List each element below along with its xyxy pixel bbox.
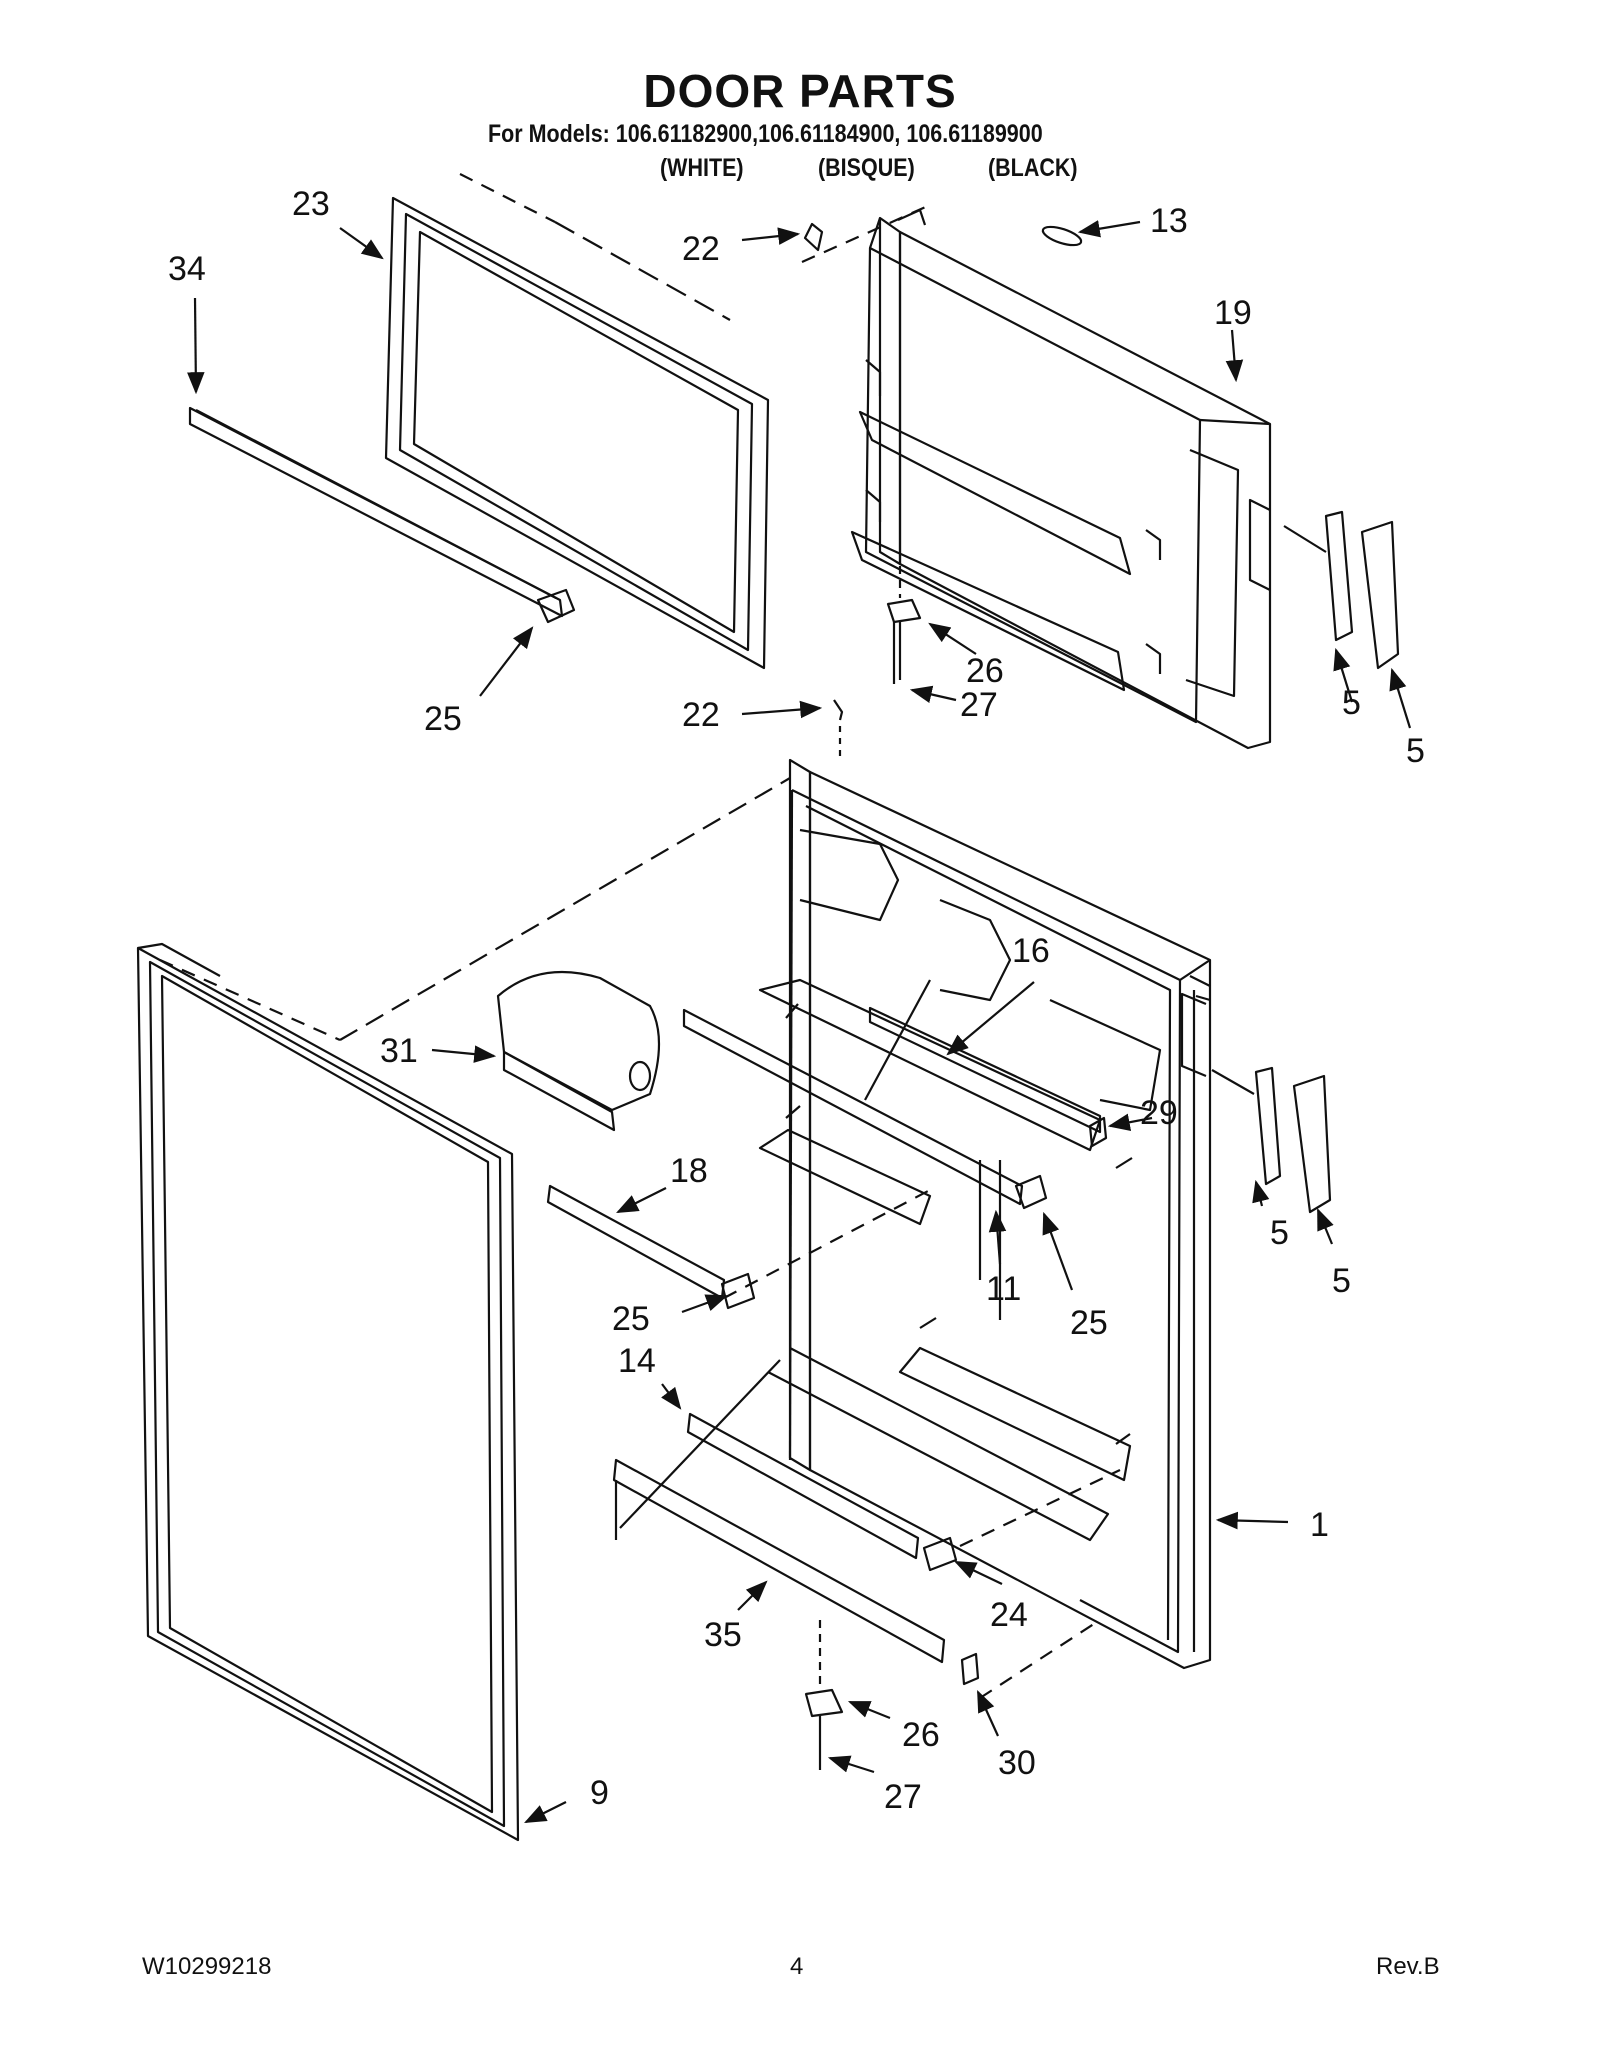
end-cap-25-right xyxy=(1014,1174,1048,1210)
document-number: W10299218 xyxy=(142,1953,272,1980)
callout-27-freezer: 27 xyxy=(960,686,998,724)
callout-5-fresh-a: 5 xyxy=(1270,1214,1289,1252)
callout-26-freezer: 26 xyxy=(966,652,1004,690)
callout-14: 14 xyxy=(618,1342,656,1380)
page-number: 4 xyxy=(790,1953,804,1980)
fresh-food-door xyxy=(758,758,1212,1670)
end-cap-25-left xyxy=(720,1272,756,1310)
hinge-pin-22 xyxy=(803,222,824,252)
revision: Rev.B xyxy=(1376,1953,1440,1980)
callout-19: 19 xyxy=(1214,294,1252,332)
handle-leader-lower xyxy=(1211,1069,1255,1095)
end-cap-30 xyxy=(960,1652,980,1686)
trim-end-cap-25 xyxy=(536,588,576,624)
cover-13 xyxy=(1041,225,1083,247)
callout-5-freezer-b: 5 xyxy=(1406,732,1425,770)
fresh-food-gasket xyxy=(136,942,520,1842)
freezer-handle xyxy=(1360,520,1400,670)
handle-leader xyxy=(1283,525,1327,553)
color-bisque: (BISQUE) xyxy=(818,154,915,182)
shelf-trim-16 xyxy=(868,1006,1102,1134)
models-line: For Models: 106.61182900,106.61184900, 1… xyxy=(488,120,1043,148)
callout-1: 1 xyxy=(1310,1506,1329,1544)
callout-22-top: 22 xyxy=(682,230,720,268)
callout-11: 11 xyxy=(986,1270,1021,1308)
fresh-handle xyxy=(1292,1074,1332,1214)
callout-34: 34 xyxy=(168,250,206,288)
callout-18: 18 xyxy=(670,1152,708,1190)
callout-26-bottom: 26 xyxy=(902,1716,940,1754)
callout-22-fresh: 22 xyxy=(682,696,720,734)
callout-35: 35 xyxy=(704,1616,742,1654)
callout-9: 9 xyxy=(590,1774,609,1812)
freezer-handle-trim xyxy=(1324,510,1354,642)
callout-23: 23 xyxy=(292,185,330,223)
link-14 xyxy=(619,1359,781,1529)
callout-13: 13 xyxy=(1150,202,1188,240)
dashed-link-24 xyxy=(959,1469,1121,1547)
color-black: (BLACK) xyxy=(988,154,1078,182)
dashed-link-door xyxy=(339,777,791,1041)
callout-31: 31 xyxy=(380,1032,418,1070)
shelf-trim-11 xyxy=(682,1008,1024,1206)
dashed-link-gasket xyxy=(159,958,341,1042)
end-cap-24 xyxy=(922,1536,958,1572)
page-title: DOOR PARTS xyxy=(643,65,957,117)
freezer-hinge-26 xyxy=(886,598,922,624)
end-cap-29 xyxy=(1088,1116,1108,1148)
shelf-trim-14 xyxy=(686,1412,920,1560)
callout-arrows xyxy=(186,220,1412,1823)
freezer-door xyxy=(850,216,1272,750)
color-white: (WHITE) xyxy=(660,154,744,182)
callout-5-freezer-a: 5 xyxy=(1342,684,1361,722)
dairy-door xyxy=(496,970,661,1132)
callout-29: 29 xyxy=(1140,1094,1178,1132)
callout-16: 16 xyxy=(1012,932,1050,970)
freezer-gasket xyxy=(384,173,770,670)
callout-25-freezer: 25 xyxy=(424,700,462,738)
fresh-handle-trim xyxy=(1254,1066,1282,1186)
callout-27-bottom: 27 xyxy=(884,1778,922,1816)
bottom-hinge-26 xyxy=(804,1688,844,1718)
link-31 xyxy=(864,979,931,1101)
callout-25-left: 25 xyxy=(612,1300,650,1338)
callout-5-fresh-b: 5 xyxy=(1332,1262,1351,1300)
shelf-trim-35 xyxy=(612,1458,946,1664)
callout-30: 30 xyxy=(998,1744,1036,1782)
dashed-link-18 xyxy=(723,1189,931,1299)
callout-25-right: 25 xyxy=(1070,1304,1108,1342)
callout-24: 24 xyxy=(990,1596,1028,1634)
hinge-pin-22-fresh xyxy=(833,699,844,721)
